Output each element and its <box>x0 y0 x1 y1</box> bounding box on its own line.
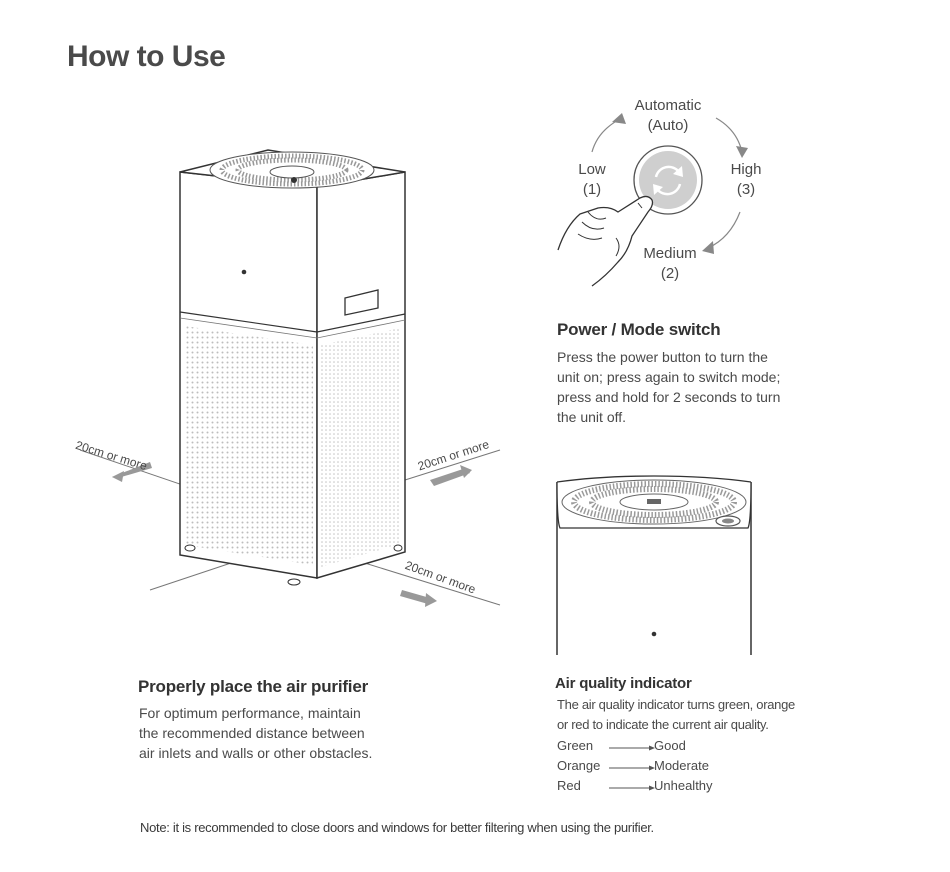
arrow-right-icon <box>609 785 655 791</box>
legend-meaning: Good <box>654 738 686 753</box>
arrow-right-icon <box>609 745 655 751</box>
mode-high-sub: (3) <box>736 181 756 198</box>
mode-label-high: High (3) <box>716 160 776 200</box>
mode-label-low: Low (1) <box>562 160 622 200</box>
placement-line: air inlets and walls or other obstacles. <box>139 745 373 761</box>
legend-color: Orange <box>557 758 601 773</box>
placement-line: the recommended distance between <box>139 725 365 741</box>
mode-label-medium: Medium (2) <box>630 244 710 284</box>
power-line: the unit off. <box>557 409 627 425</box>
placement-line: For optimum performance, maintain <box>139 705 361 721</box>
placement-description: For optimum performance, maintain the re… <box>139 703 419 763</box>
legend-meaning: Moderate <box>654 758 709 773</box>
legend-color: Green <box>557 738 594 753</box>
power-heading: Power / Mode switch <box>557 320 721 339</box>
mode-auto-text: Automatic <box>634 97 702 114</box>
mode-low-text: Low <box>578 161 606 178</box>
air-quality-line: The air quality indicator turns green, o… <box>557 697 795 712</box>
legend-meaning: Unhealthy <box>654 778 713 793</box>
legend-row-orange: Orange Moderate <box>557 758 777 778</box>
legend-color: Red <box>557 778 581 793</box>
mode-medium-sub: (2) <box>660 265 680 282</box>
air-quality-description: The air quality indicator turns green, o… <box>557 695 837 735</box>
mode-high-text: High <box>730 161 762 178</box>
power-description: Press the power button to turn the unit … <box>557 347 817 427</box>
power-line: press and hold for 2 seconds to turn <box>557 389 781 405</box>
placement-heading: Properly place the air purifier <box>138 677 368 696</box>
arrow-right-icon <box>609 765 655 771</box>
mode-low-sub: (1) <box>582 181 602 198</box>
air-quality-line: or red to indicate the current air quali… <box>557 717 769 732</box>
air-quality-heading: Air quality indicator <box>555 675 692 692</box>
mode-auto-sub: (Auto) <box>647 117 689 134</box>
mode-label-auto: Automatic (Auto) <box>618 96 718 136</box>
power-line: unit on; press again to switch mode; <box>557 369 781 385</box>
legend-row-green: Green Good <box>557 738 777 758</box>
air-quality-legend: Green Good Orange Moderate Red Unhealthy <box>557 738 777 798</box>
mode-medium-text: Medium <box>643 245 697 262</box>
footer-note: Note: it is recommended to close doors a… <box>140 820 654 835</box>
power-line: Press the power button to turn the <box>557 349 768 365</box>
page-title: How to Use <box>67 40 226 73</box>
legend-row-red: Red Unhealthy <box>557 778 777 798</box>
